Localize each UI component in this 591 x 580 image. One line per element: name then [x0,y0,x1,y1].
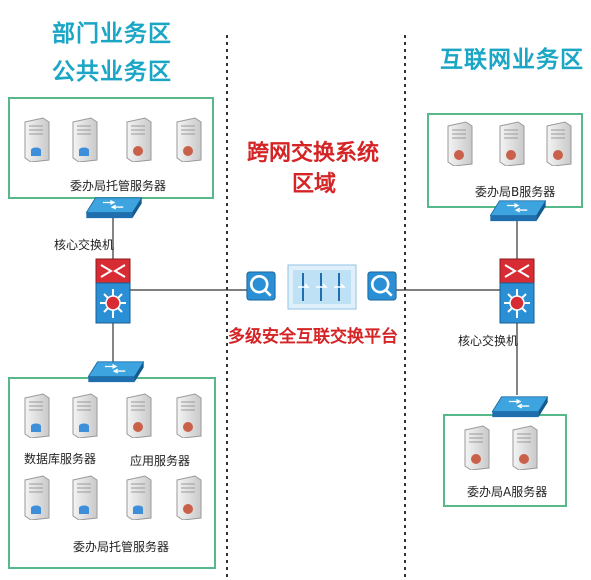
left-gateway-icon [246,271,276,301]
server-icon [72,393,98,438]
a-servers-label: 委办局A服务器 [467,485,548,499]
right-gateway-icon [367,271,397,301]
server-icon [176,475,202,520]
b-servers-label: 委办局B服务器 [475,185,556,199]
server-icon [512,425,538,470]
bottom-left-switch-icon [88,361,144,383]
bottom-left-group-label: 委办局托管服务器 [73,540,170,554]
server-icon [464,425,490,470]
server-icon [176,393,202,438]
internet-zone-title: 互联网业务区 [440,47,584,73]
top-left-group-label: 委办局托管服务器 [70,179,167,193]
cross-network-title: 跨网交换系统 [247,141,380,166]
bottom-right-switch-icon [492,396,548,418]
server-icon [24,475,50,520]
right-core-switch-icon [499,258,535,324]
server-icon [72,475,98,520]
server-icon [72,117,98,162]
platform-label: 多级安全互联交换平台 [228,327,398,347]
server-icon [126,393,152,438]
server-icon [24,393,50,438]
app-servers-label: 应用服务器 [130,454,191,468]
top-left-switch-icon [86,197,142,219]
server-icon [176,117,202,162]
top-right-switch-icon [490,200,546,222]
server-icon [546,121,572,166]
public-zone-title: 公共业务区 [52,59,172,85]
server-icon [447,121,473,166]
server-icon [126,117,152,162]
right-core-switch-label: 核心交换机 [458,334,519,348]
left-core-switch-label: 核心交换机 [54,238,115,252]
a-server-zone [443,414,567,507]
cross-network-title-2: 区域 [292,172,337,197]
server-icon [24,117,50,162]
dept-zone-title: 部门业务区 [52,21,172,47]
server-icon [499,121,525,166]
db-servers-label: 数据库服务器 [24,452,97,466]
left-core-switch-icon [95,258,131,324]
server-icon [126,475,152,520]
exchange-device-icon [287,264,357,310]
